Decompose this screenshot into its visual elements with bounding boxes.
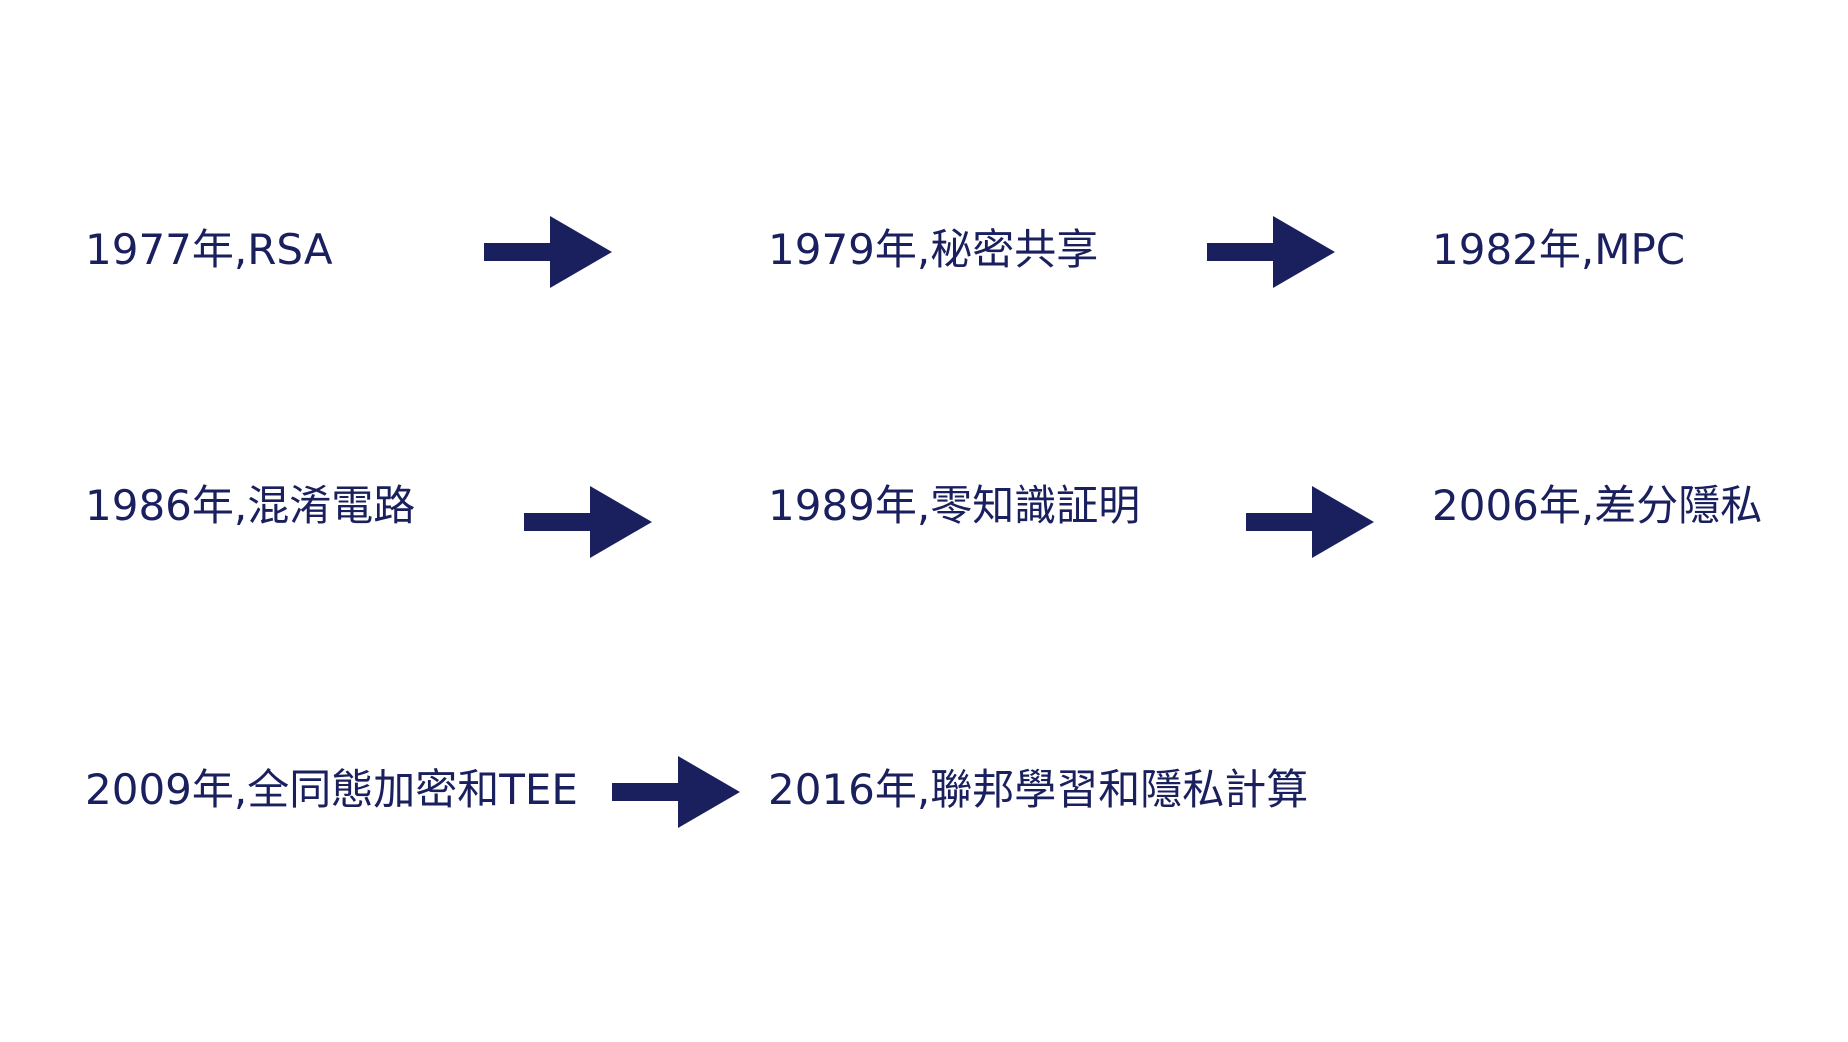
right-arrow-icon <box>1207 216 1335 288</box>
timeline-node-1977: 1977年,RSA <box>85 225 333 274</box>
right-arrow-shape <box>524 486 652 558</box>
right-arrow-icon <box>524 486 652 558</box>
timeline-node-1982: 1982年,MPC <box>1432 225 1686 274</box>
timeline-node-2006: 2006年,差分隱私 <box>1432 481 1763 530</box>
right-arrow-icon <box>612 756 740 828</box>
timeline-node-1989: 1989年,零知識証明 <box>768 481 1141 530</box>
right-arrow-shape <box>1207 216 1335 288</box>
timeline-node-2016: 2016年,聯邦學習和隱私計算 <box>768 765 1309 814</box>
right-arrow-shape <box>612 756 740 828</box>
timeline-node-1979: 1979年,秘密共享 <box>768 225 1099 274</box>
right-arrow-icon <box>1246 486 1374 558</box>
timeline-node-2009: 2009年,全同態加密和TEE <box>85 765 578 814</box>
timeline-node-1986: 1986年,混淆電路 <box>85 481 416 530</box>
right-arrow-shape <box>484 216 612 288</box>
right-arrow-icon <box>484 216 612 288</box>
right-arrow-shape <box>1246 486 1374 558</box>
